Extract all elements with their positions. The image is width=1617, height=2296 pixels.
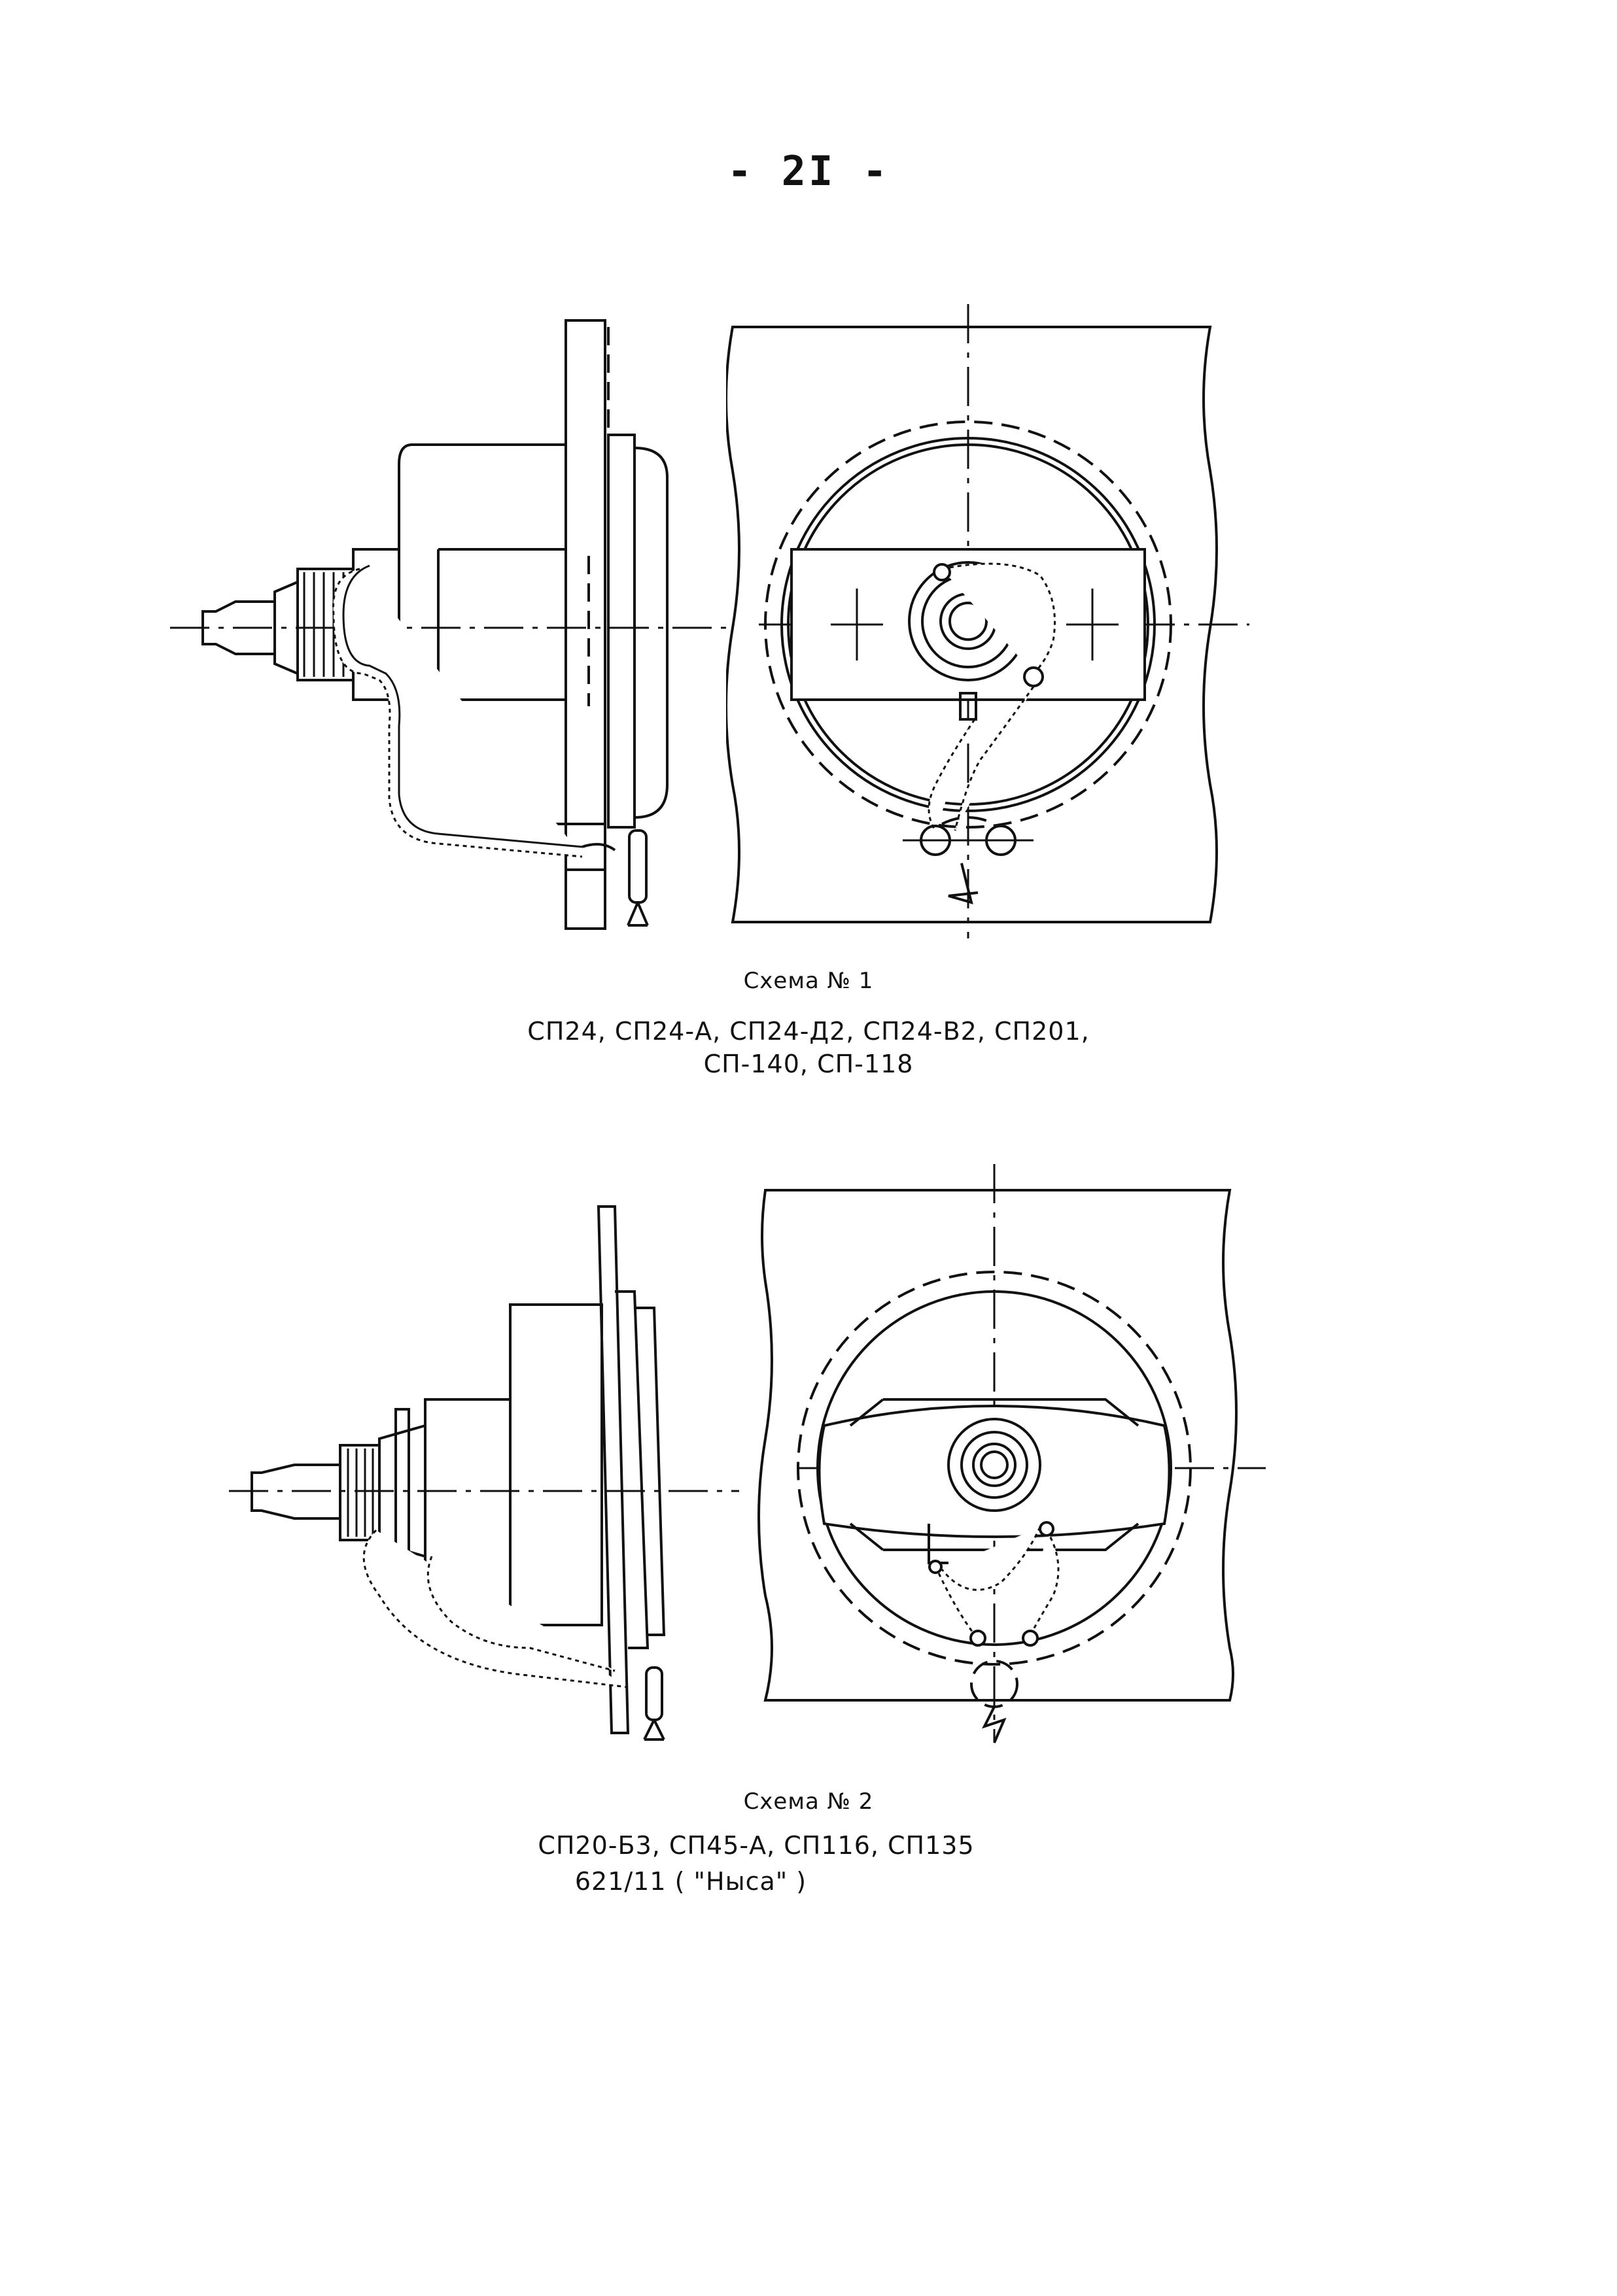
scheme-1-front-view	[726, 304, 1249, 938]
scheme-2-title: Схема № 2	[743, 1789, 874, 1815]
scheme-1-title: Схема № 1	[743, 968, 874, 994]
scheme-1-models-line-1: СП24, СП24-А, СП24-Д2, СП24-В2, СП201,	[527, 1017, 1090, 1046]
scheme-2-models-line-1: СП20-Б3, СП45-А, СП116, СП135	[538, 1831, 975, 1860]
scheme-2-front-view	[757, 1164, 1266, 1743]
scheme-2-models-line-2: 621/11 ( "Ныса" )	[574, 1867, 807, 1896]
scheme-1-side-view	[170, 319, 733, 930]
scheme-1-models-line-2: СП-140, СП-118	[703, 1050, 914, 1078]
page-number: - 2I -	[727, 147, 890, 195]
scheme-2-side-view	[229, 1205, 739, 1741]
